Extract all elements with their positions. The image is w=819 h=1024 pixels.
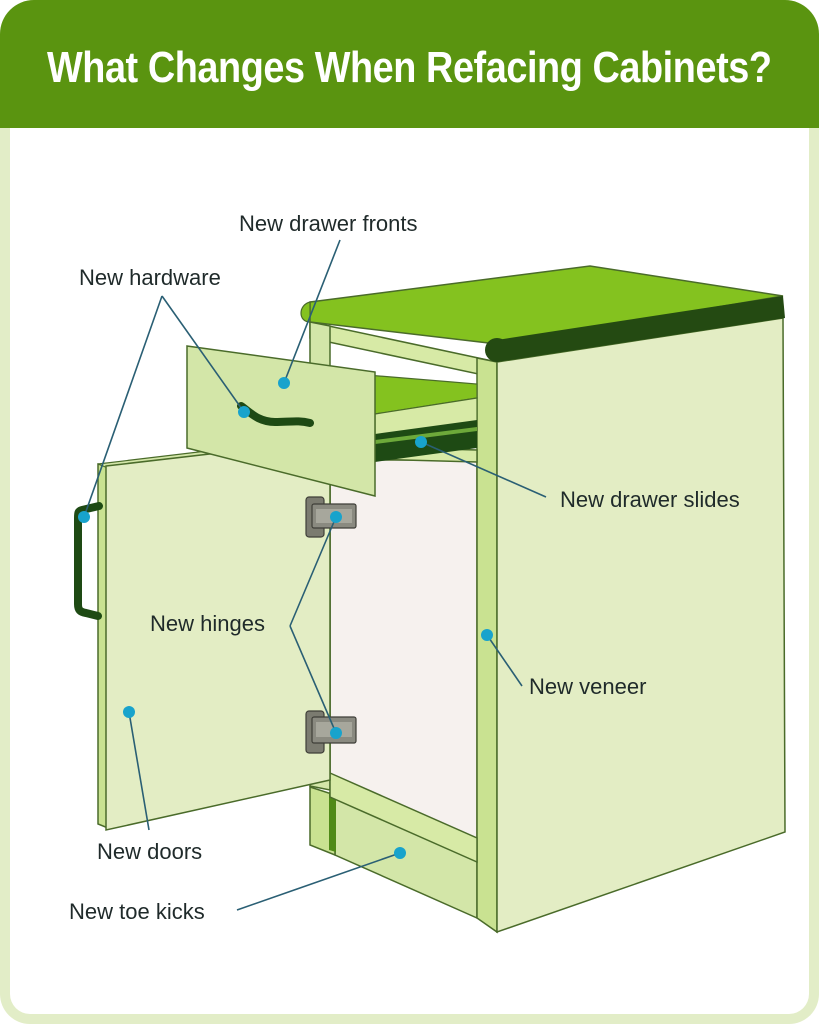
label-doors: New doors	[97, 839, 203, 864]
label-veneer: New veneer	[529, 674, 647, 699]
leader-doors	[128, 711, 150, 831]
leader-hardware-handle	[83, 295, 163, 518]
leader-hinges-top	[289, 516, 337, 627]
leader-drawer-fronts	[283, 239, 341, 384]
label-drawer-slides: New drawer slides	[560, 487, 740, 512]
dot-drawer-front	[278, 377, 290, 389]
leader-hardware-pull	[161, 295, 245, 413]
countertop-edge	[497, 296, 785, 362]
label-drawer-fronts: New drawer fronts	[239, 211, 418, 236]
dot-hinge-bottom	[330, 727, 342, 739]
countertop-left-nose	[300, 301, 311, 323]
dot-toe-kick	[394, 847, 406, 859]
label-hardware: New hardware	[79, 265, 221, 290]
leader-veneer	[486, 634, 523, 687]
dot-veneer	[481, 629, 493, 641]
leader-lines	[83, 239, 547, 911]
label-toe-kicks: New toe kicks	[69, 899, 205, 924]
leader-toe-kicks	[236, 852, 401, 911]
countertop-edge-round	[485, 338, 509, 362]
face-frame-bottom-rail	[329, 771, 478, 864]
dot-drawer-pull	[238, 406, 250, 418]
callout-dots	[78, 377, 493, 859]
side-veneer-panel	[496, 317, 786, 934]
drawer-slide-highlight	[375, 427, 477, 444]
dot-door	[123, 706, 135, 718]
leader-drawer-slides	[420, 441, 547, 498]
dot-door-handle	[78, 511, 90, 523]
toe-kick-side	[309, 785, 336, 857]
toe-kick-shadow	[329, 792, 336, 852]
page-title: What Changes When Refacing Cabinets?	[47, 43, 772, 92]
label-hinges: New hinges	[150, 611, 265, 636]
dot-drawer-slide	[415, 436, 427, 448]
dot-hinge-top	[330, 511, 342, 523]
header-banner: What Changes When Refacing Cabinets?	[0, 0, 819, 136]
door-handle	[74, 502, 103, 620]
leader-hinges-bottom	[289, 625, 337, 734]
